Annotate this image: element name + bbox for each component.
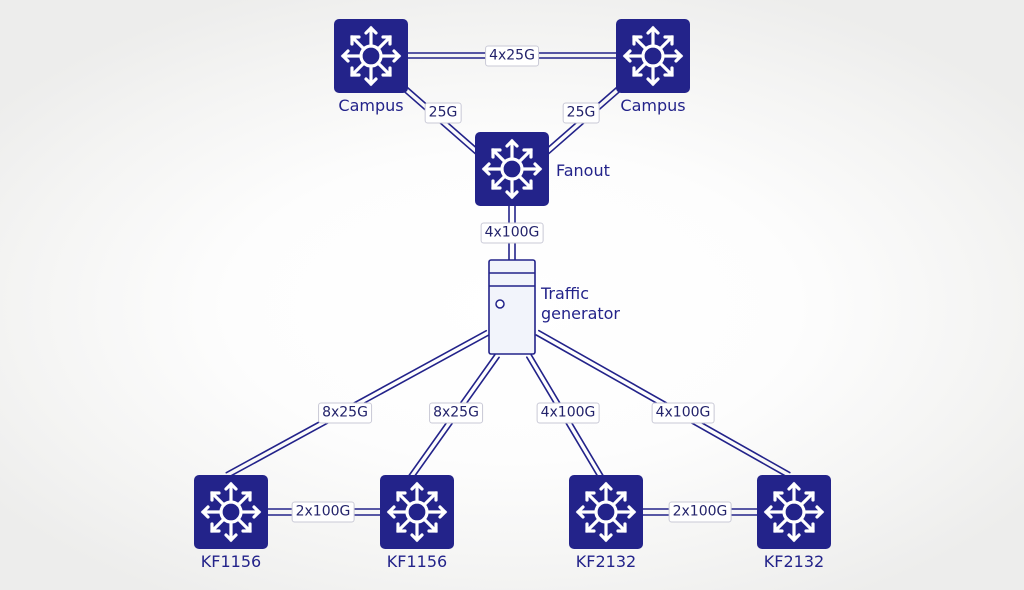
traffic-generator-server — [488, 259, 536, 355]
link-label-generator-kf2132-b: 4x100G — [651, 402, 715, 424]
campus-right-label: Campus — [620, 96, 686, 115]
network-switch-icon — [757, 475, 831, 549]
kf2132-a-label: KF2132 — [575, 552, 637, 571]
link-label-campus-campus: 4x25G — [485, 45, 539, 67]
network-switch-icon — [194, 475, 268, 549]
kf2132-b-label: KF2132 — [763, 552, 825, 571]
link-label-campus-right-fanout: 25G — [562, 102, 600, 124]
traffic-generator-label-line2: generator — [541, 304, 621, 323]
link-generator-kf1156-a — [225, 329, 488, 474]
network-switch-icon — [475, 132, 549, 206]
campus-left-switch — [334, 19, 408, 93]
network-switch-icon — [380, 475, 454, 549]
traffic-generator-label: Traffic generator — [541, 284, 620, 324]
fanout-switch — [475, 132, 549, 206]
link-label-generator-kf2132-a: 4x100G — [536, 402, 600, 424]
campus-left-label: Campus — [338, 96, 404, 115]
server-tower-icon — [488, 259, 536, 355]
kf1156-a-switch — [194, 475, 268, 549]
campus-right-switch — [616, 19, 690, 93]
kf1156-b-switch — [380, 475, 454, 549]
kf1156-a-label: KF1156 — [200, 552, 262, 571]
link-label-generator-kf1156-a: 8x25G — [318, 402, 372, 424]
link-label-kf1156-pair: 2x100G — [291, 501, 355, 523]
link-label-campus-left-fanout: 25G — [424, 102, 462, 124]
link-label-generator-kf1156-b: 8x25G — [429, 402, 483, 424]
network-switch-icon — [569, 475, 643, 549]
kf2132-b-switch — [757, 475, 831, 549]
network-switch-icon — [616, 19, 690, 93]
kf1156-b-label: KF1156 — [386, 552, 448, 571]
link-label-fanout-generator: 4x100G — [480, 222, 544, 244]
kf2132-a-switch — [569, 475, 643, 549]
fanout-label: Fanout — [556, 161, 610, 180]
network-switch-icon — [334, 19, 408, 93]
traffic-generator-label-line1: Traffic — [541, 284, 590, 303]
link-label-kf2132-pair: 2x100G — [668, 501, 732, 523]
